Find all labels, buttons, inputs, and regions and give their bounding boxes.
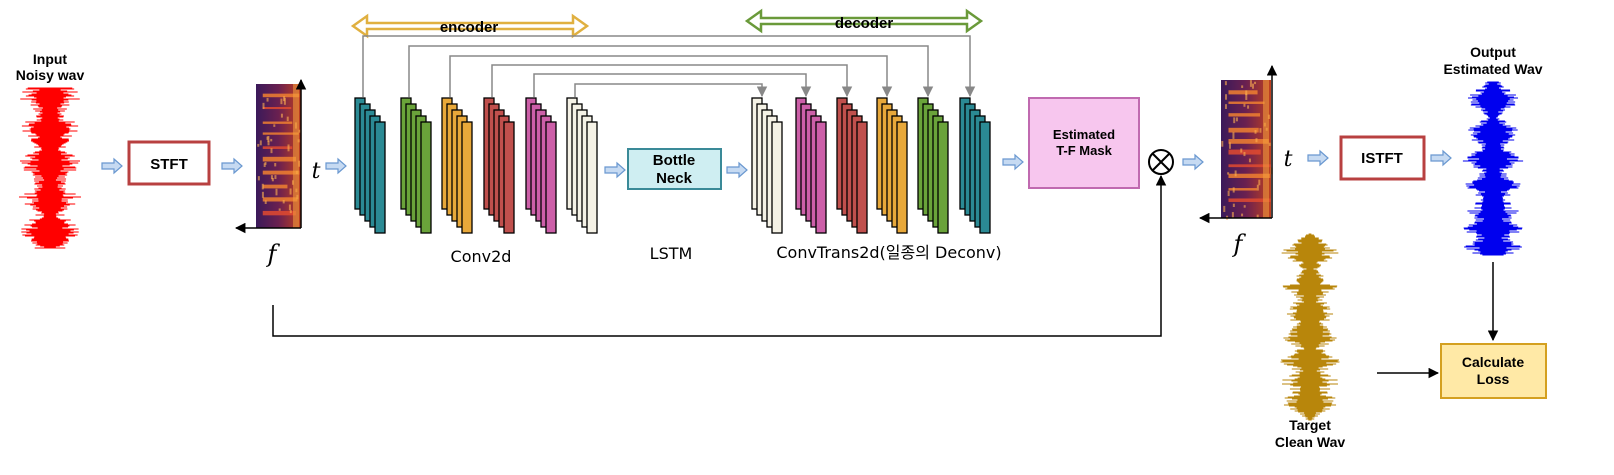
encoder-arrow <box>350 13 590 39</box>
output-label-line1: Output <box>1470 44 1516 60</box>
loss-box <box>1440 343 1547 399</box>
f-axis-label: f <box>266 240 281 268</box>
encoder-layers <box>354 97 598 234</box>
target-label-line2: Clean Wav <box>1275 434 1345 450</box>
decoder-layers <box>751 97 991 234</box>
flow-arrow-istft-output <box>1430 149 1452 167</box>
target-waveform <box>1280 233 1340 421</box>
istft-label: ISTFT <box>1361 150 1403 167</box>
output-waveform <box>1462 81 1524 256</box>
flow-arrow-input-stft <box>101 157 123 175</box>
decoder-label: decoder <box>835 15 894 32</box>
decoder-arrow <box>744 8 984 34</box>
input-waveform <box>19 87 81 249</box>
bottleneck-label-line2: Neck <box>656 170 693 187</box>
skip-connections <box>362 35 976 98</box>
istft-box <box>1339 135 1426 181</box>
flow-arrow-encoder-bottleneck <box>604 161 626 179</box>
mask-box <box>1028 97 1140 189</box>
input-label-line2: Noisy wav <box>16 67 85 83</box>
output-spectrogram <box>1221 80 1273 220</box>
out-t-axis-label: t <box>1284 147 1293 172</box>
flow-arrow-stft-spec <box>221 157 243 175</box>
flow-arrow-multiply-spec <box>1182 153 1204 171</box>
loss-label-line1: Calculate <box>1462 354 1524 370</box>
flow-arrow-decoder-mask <box>1002 153 1024 171</box>
conv2d-caption: Conv2d <box>451 247 512 266</box>
flow-arrow-spec-istft <box>1307 149 1329 167</box>
t-axis-label: t <box>312 159 321 184</box>
out-f-axis-label: f <box>1232 230 1247 258</box>
flow-arrow-spec-encoder <box>325 157 347 175</box>
residual-path <box>272 174 1167 337</box>
bottleneck-label-line1: Bottle <box>653 152 696 169</box>
input-spectrogram <box>256 84 301 228</box>
lstm-caption: LSTM <box>650 244 693 263</box>
loss-label-line2: Loss <box>1477 371 1510 387</box>
target-label-line1: Target <box>1289 417 1331 433</box>
mask-label-line1: Estimated <box>1053 127 1115 142</box>
multiply-symbol <box>1148 149 1174 175</box>
mask-label-line2: T-F Mask <box>1056 143 1112 158</box>
output-label-line2: Estimated Wav <box>1443 61 1542 77</box>
stft-box <box>127 140 211 186</box>
convtrans-caption: ConvTrans2d(일종의 Deconv) <box>776 243 1001 262</box>
encoder-label: encoder <box>440 19 499 36</box>
stft-label: STFT <box>150 156 188 173</box>
flow-arrow-bottleneck-decoder <box>726 161 748 179</box>
bottleneck-box <box>627 148 722 190</box>
input-label-line1: Input <box>33 51 68 67</box>
